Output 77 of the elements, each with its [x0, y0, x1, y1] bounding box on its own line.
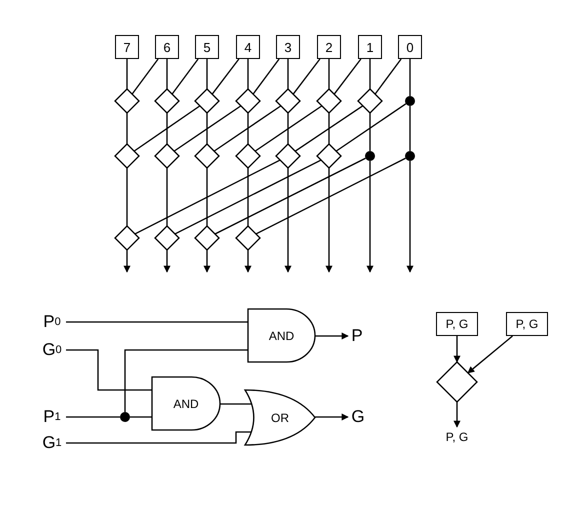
connector-line — [334, 58, 362, 95]
bit-box: 1 — [358, 35, 382, 59]
connector-line — [132, 58, 159, 94]
connector-line — [247, 113, 249, 144]
connector-line — [134, 105, 200, 152]
arrow — [164, 250, 170, 273]
bit-box: 3 — [276, 35, 300, 59]
connector-line — [126, 59, 128, 89]
arrow — [467, 336, 513, 374]
junction-dot — [405, 96, 415, 106]
connector-line — [247, 59, 249, 89]
signal-label: P — [348, 324, 366, 348]
bit-box: P, G — [506, 312, 548, 336]
bit-box: 0 — [398, 35, 422, 59]
bit-box: 4 — [236, 35, 260, 59]
connector-line — [206, 168, 208, 226]
connector-line — [130, 416, 152, 418]
gate-label: AND — [173, 396, 199, 410]
connector-line — [172, 58, 199, 94]
gate-label: AND — [268, 328, 294, 342]
arrow — [244, 250, 252, 273]
connector-line — [252, 58, 280, 94]
bit-box: 7 — [115, 35, 139, 59]
connector-line — [409, 59, 411, 96]
connector-line — [328, 113, 330, 144]
junction-dot — [405, 151, 415, 161]
arrow — [315, 414, 349, 420]
connector-line — [166, 168, 168, 226]
connector-line — [328, 59, 330, 89]
connector-line — [66, 349, 152, 391]
connector-line — [287, 59, 289, 89]
connector-line — [214, 105, 282, 152]
connector-line — [126, 113, 128, 144]
arrow — [204, 250, 210, 273]
connector-line — [212, 58, 240, 95]
junction-dot — [365, 151, 375, 161]
connector-line — [66, 321, 248, 323]
gate-label: OR — [271, 410, 289, 424]
connector-line — [66, 431, 252, 444]
connector-line — [287, 113, 289, 144]
connector-line — [166, 113, 168, 144]
connector-line — [409, 106, 411, 151]
arrow — [284, 168, 292, 273]
connector-line — [256, 158, 406, 235]
connector-line — [66, 416, 120, 418]
connector-line — [247, 168, 249, 226]
bit-box: 5 — [195, 35, 219, 59]
arrow — [366, 161, 374, 273]
connector-line — [166, 59, 168, 89]
connector-line — [206, 113, 208, 144]
connector-line — [124, 349, 248, 412]
arrow — [315, 332, 349, 340]
arrow — [326, 168, 332, 273]
junction-dot — [120, 412, 130, 422]
connector-line — [369, 113, 371, 151]
connector-line — [254, 105, 322, 152]
connector-line — [206, 59, 208, 89]
arrow — [454, 336, 460, 363]
connector-line — [126, 168, 128, 226]
bit-box: 2 — [317, 35, 341, 59]
connector-line — [374, 58, 402, 94]
signal-label: G — [348, 405, 368, 429]
signal-label: P, G — [437, 427, 477, 447]
arrow — [454, 402, 460, 428]
connector-line — [294, 105, 364, 152]
arrow — [124, 250, 130, 273]
connector-line — [174, 105, 242, 152]
arrow — [406, 161, 414, 273]
connector-line — [336, 103, 406, 152]
bit-box: P, G — [436, 312, 478, 336]
connector-line — [369, 59, 371, 89]
connector-line — [292, 58, 320, 95]
connector-line — [220, 403, 252, 405]
connector-line — [174, 159, 322, 235]
bit-box: 6 — [155, 35, 179, 59]
connector-line — [134, 159, 280, 235]
connector-line — [214, 158, 366, 235]
